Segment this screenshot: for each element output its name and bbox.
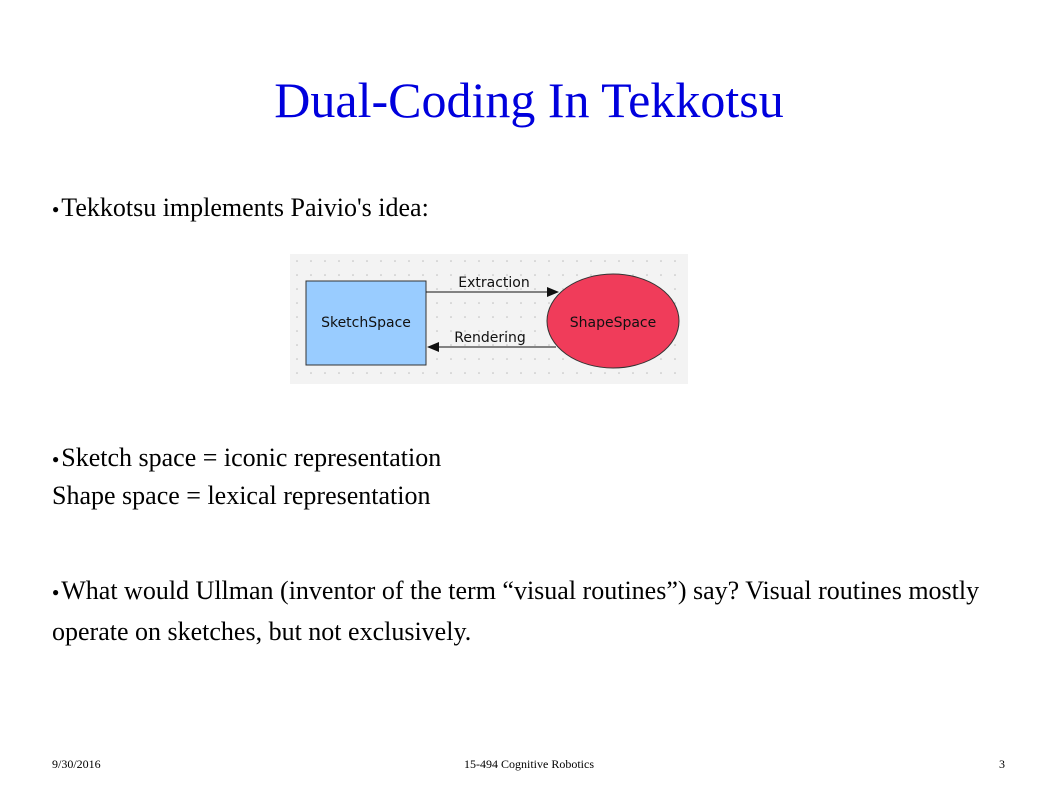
bullet-dot-icon: ● [52, 585, 60, 599]
shape-space-ellipse [546, 273, 680, 369]
shape-space-label: ShapeSpace [570, 315, 657, 331]
bullet-paivio: ●Tekkotsu implements Paivio's idea: [52, 191, 429, 226]
bullet-text: What would Ullman (inventor of the term … [52, 576, 980, 646]
rendering-label: Rendering [454, 330, 526, 346]
bullet-dot-icon: ● [52, 202, 60, 216]
bullet-sketch-space: ●Sketch space = iconic representation [52, 441, 441, 476]
bullet-ullman: ●What would Ullman (inventor of the term… [52, 571, 1002, 651]
sketch-space-label: SketchSpace [321, 315, 411, 331]
footer-page-number: 3 [999, 757, 1005, 771]
dual-coding-diagram: SketchSpace ShapeSpace Extraction Render… [290, 254, 688, 384]
footer-date: 9/30/2016 [52, 757, 101, 771]
shape-space-line: Shape space = lexical representation [52, 481, 431, 510]
sketch-space-box [305, 280, 427, 366]
extraction-label: Extraction [458, 275, 529, 291]
bullet-text: Tekkotsu implements Paivio's idea: [61, 193, 429, 222]
footer-course: 15-494 Cognitive Robotics [464, 757, 594, 771]
bullet-dot-icon: ● [52, 452, 60, 466]
slide-title: Dual-Coding In Tekkotsu [274, 72, 784, 128]
bullet-text: Sketch space = iconic representation [61, 443, 442, 472]
